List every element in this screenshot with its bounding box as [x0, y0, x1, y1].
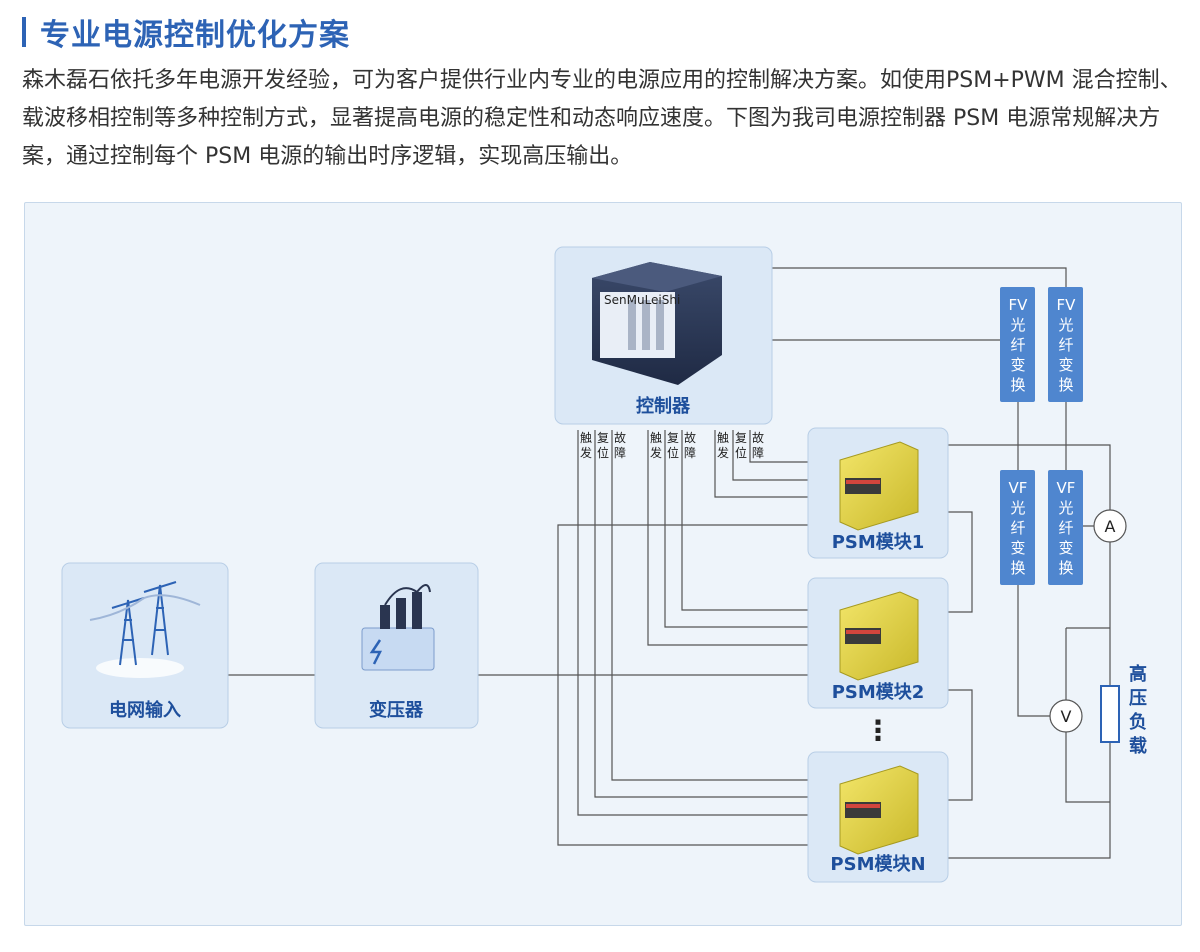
svg-text:纤: 纤 — [1010, 519, 1025, 537]
transformer-label: 变压器 — [369, 699, 424, 721]
signal-trigger-1a: 触 — [580, 431, 592, 445]
controller-label: 控制器 — [636, 395, 691, 417]
intro-paragraph: 森木磊石依托多年电源开发经验，可为客户提供行业内专业的电源应用的控制解决方案。如… — [22, 68, 1182, 169]
signal-reset-2b: 位 — [667, 445, 679, 460]
ammeter-label: A — [1105, 517, 1116, 536]
wiring — [228, 267, 1111, 859]
svg-text:光: 光 — [1010, 316, 1025, 334]
signal-trigger-2a: 触 — [650, 431, 662, 445]
psm-unit-icon — [839, 591, 919, 681]
ellipsis-dots: ⋮ — [864, 714, 892, 747]
section-header: 专业电源控制优化方案 — [22, 12, 350, 53]
voltmeter-label: V — [1061, 707, 1072, 726]
page-title: 专业电源控制优化方案 — [40, 18, 350, 53]
psm-unit-icon — [839, 441, 919, 531]
svg-text:变: 变 — [1058, 539, 1073, 557]
high-voltage-load: 高 压 负 载 — [1100, 663, 1147, 757]
svg-text:压: 压 — [1129, 688, 1147, 709]
psmN-label: PSM模块N — [830, 853, 925, 875]
signal-fault-3a: 故 — [752, 430, 764, 445]
psm1-label: PSM模块1 — [832, 531, 925, 553]
svg-text:换: 换 — [1058, 376, 1073, 394]
signal-trigger-1b: 发 — [580, 445, 592, 460]
signal-reset-1a: 复 — [597, 431, 609, 445]
signal-reset-3a: 复 — [735, 431, 747, 445]
transformer-icon — [361, 584, 435, 671]
svg-text:光: 光 — [1058, 316, 1073, 334]
svg-text:FV: FV — [1057, 296, 1077, 314]
svg-text:换: 换 — [1010, 559, 1025, 577]
signal-trigger-3b: 发 — [717, 445, 729, 460]
svg-text:负: 负 — [1129, 711, 1147, 733]
svg-text:变: 变 — [1058, 356, 1073, 374]
psm-module-1: PSM模块1 — [807, 427, 949, 559]
header-accent-bar — [22, 17, 26, 47]
power-tower-icon — [89, 581, 201, 678]
signal-reset-3b: 位 — [735, 445, 747, 460]
signal-fault-1b: 障 — [614, 445, 626, 460]
fv-converter-2: FV 光 纤 变 换 — [1048, 287, 1083, 402]
svg-text:VF: VF — [1009, 479, 1028, 497]
grid-input-box: 电网输入 — [61, 562, 229, 729]
svg-text:纤: 纤 — [1058, 336, 1073, 354]
signal-trigger-3a: 触 — [717, 431, 729, 445]
svg-text:FV: FV — [1009, 296, 1029, 314]
ammeter-icon: A — [1093, 509, 1127, 543]
svg-text:高: 高 — [1129, 663, 1147, 685]
svg-text:纤: 纤 — [1058, 519, 1073, 537]
signal-reset-1b: 位 — [597, 445, 609, 460]
psm-module-2: PSM模块2 — [807, 577, 949, 709]
svg-text:变: 变 — [1010, 356, 1025, 374]
controller-chassis-icon: SenMuLeiShi — [592, 262, 722, 385]
fv-converter-1: FV 光 纤 变 换 — [1000, 287, 1035, 402]
svg-text:载: 载 — [1129, 735, 1147, 757]
voltmeter-icon: V — [1049, 699, 1083, 733]
signal-labels: 触 发 复 位 故 障 触 发 复 位 故 障 触 发 复 位 故 障 — [580, 430, 764, 460]
svg-text:纤: 纤 — [1010, 336, 1025, 354]
transformer-box: 变压器 — [314, 562, 479, 729]
signal-trigger-2b: 发 — [650, 445, 662, 460]
vf-converter-1: VF 光 纤 变 换 — [1000, 470, 1035, 585]
svg-text:换: 换 — [1058, 559, 1073, 577]
controller-brand: SenMuLeiShi — [604, 293, 680, 307]
svg-text:光: 光 — [1010, 499, 1025, 517]
svg-text:光: 光 — [1058, 499, 1073, 517]
controller-box: SenMuLeiShi 控制器 — [554, 246, 773, 425]
signal-fault-2a: 故 — [684, 430, 696, 445]
svg-text:换: 换 — [1010, 376, 1025, 394]
svg-text:VF: VF — [1057, 479, 1076, 497]
signal-fault-3b: 障 — [752, 445, 764, 460]
signal-fault-2b: 障 — [684, 445, 696, 460]
signal-reset-2a: 复 — [667, 431, 679, 445]
psm2-label: PSM模块2 — [832, 681, 925, 703]
psm-module-n: PSM模块N — [807, 751, 949, 883]
psm-unit-icon — [839, 765, 919, 855]
vf-converter-2: VF 光 纤 变 换 — [1048, 470, 1083, 585]
svg-text:变: 变 — [1010, 539, 1025, 557]
signal-fault-1a: 故 — [614, 430, 626, 445]
grid-input-label: 电网输入 — [109, 699, 181, 721]
